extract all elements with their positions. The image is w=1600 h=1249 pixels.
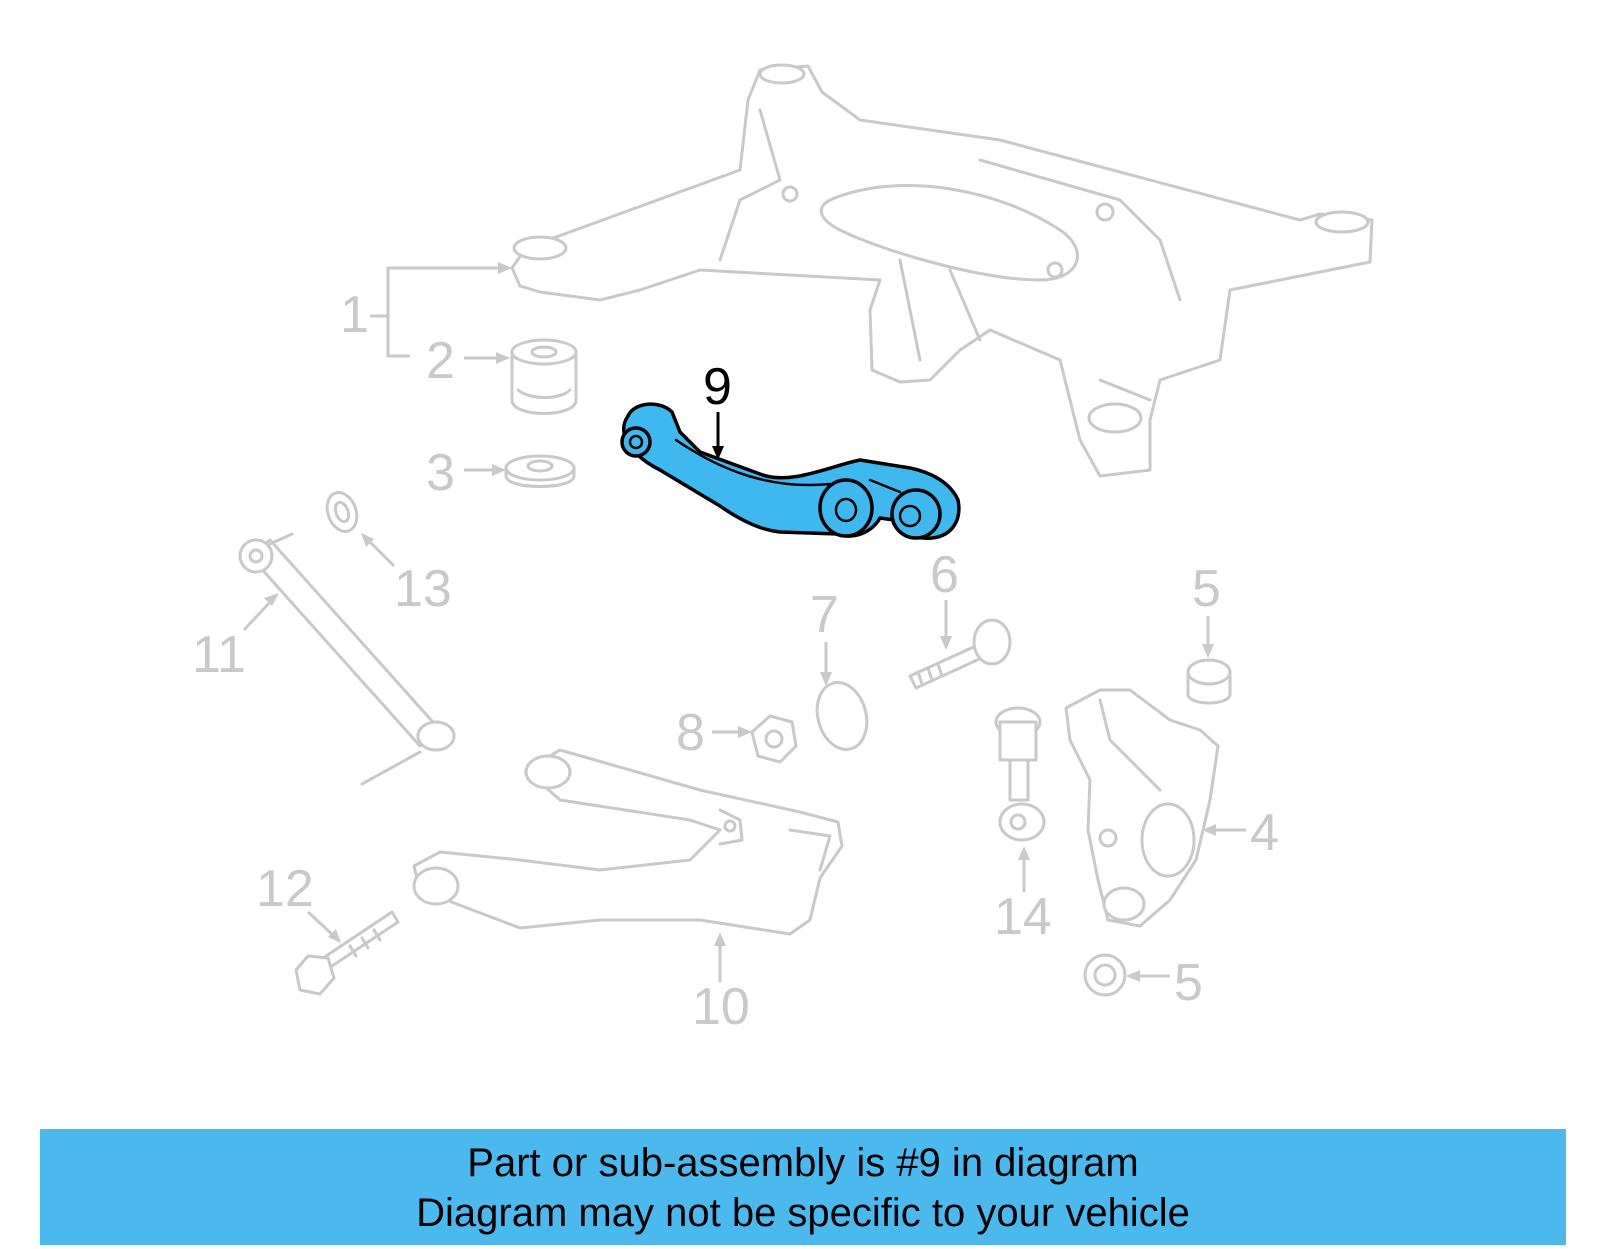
- callout-14: 14: [994, 888, 1052, 946]
- callout-10: 10: [692, 978, 750, 1036]
- callout-9-highlighted: 9: [703, 358, 732, 416]
- knuckle-part: [1064, 688, 1220, 928]
- bolt-part: [908, 618, 1012, 690]
- callout-1: 1: [340, 286, 369, 344]
- callout-13: 13: [394, 560, 452, 618]
- stabilizer-link-part: [238, 532, 456, 786]
- callout-9-leader: [712, 412, 724, 460]
- control-arm-highlighted-part: [620, 402, 961, 540]
- callout-8: 8: [676, 704, 705, 762]
- bolt-lower-part: [294, 910, 400, 996]
- callout-7: 7: [810, 586, 839, 644]
- callout-12: 12: [256, 860, 314, 918]
- subframe-part: [510, 63, 1374, 478]
- callout-leaders: [242, 262, 1246, 982]
- parts-diagram: 1 2 3 13 11 7 6 5 8 4 12 14 5 10 9: [192, 63, 1374, 1036]
- callout-6: 6: [930, 546, 959, 604]
- callout-3: 3: [426, 444, 455, 502]
- banner-line-disclaimer: Diagram may not be specific to your vehi…: [416, 1191, 1190, 1235]
- info-banner: Part or sub-assembly is #9 in diagram Di…: [40, 1129, 1566, 1245]
- callout-5-lower: 5: [1174, 954, 1203, 1012]
- bushing-nut-upper-part: [1186, 658, 1232, 705]
- o-ring-small-part: [325, 491, 359, 533]
- lower-control-arm-part: [412, 748, 844, 936]
- nut-part: [750, 714, 798, 764]
- nut-lower-part: [1083, 953, 1127, 997]
- callout-2: 2: [426, 332, 455, 390]
- banner-line-part-number: Part or sub-assembly is #9 in diagram: [467, 1141, 1139, 1185]
- callout-4: 4: [1250, 804, 1279, 862]
- bushing-part: [510, 338, 578, 415]
- end-link-part: [994, 706, 1046, 842]
- callout-5-upper: 5: [1192, 560, 1221, 618]
- seal-ring-part: [815, 681, 869, 751]
- callout-11: 11: [192, 626, 246, 684]
- washer-part: [504, 454, 576, 488]
